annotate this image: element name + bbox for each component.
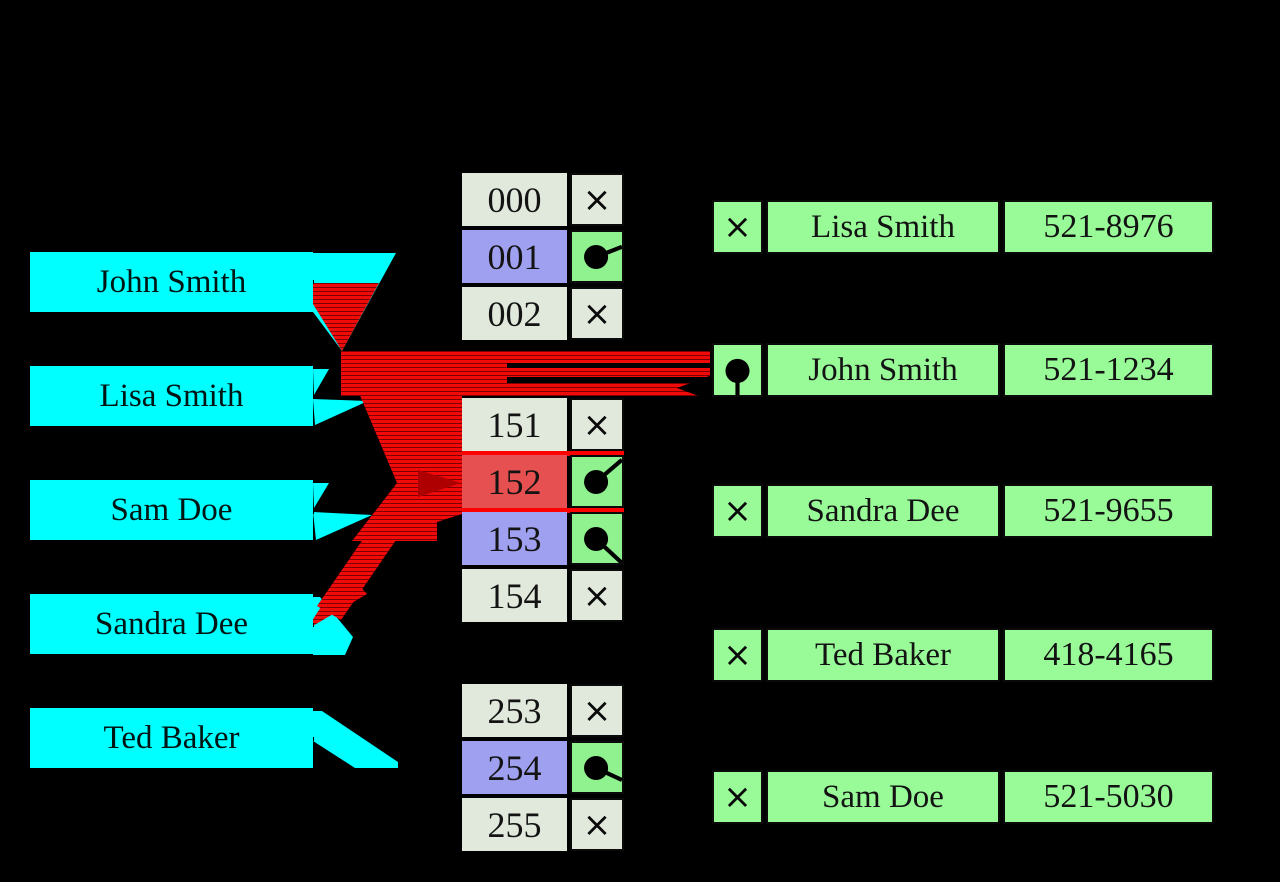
null-pointer-icon: ×: [723, 635, 752, 675]
collision-fan-upper: [345, 360, 462, 483]
bucket-index-255: 255: [462, 798, 567, 851]
key-arrow-sam-upper: [313, 483, 329, 508]
entry-sam-name: Sam Doe: [766, 770, 1000, 824]
bucket-index-152-collision: 152: [462, 455, 567, 508]
entry-sam-next-pointer: ×: [712, 770, 763, 824]
bucket-slot-153: [570, 512, 624, 565]
key-arrow-lisa-upper: [313, 369, 329, 395]
key-arrow-ted: [313, 711, 398, 768]
bucket-slot-154: ×: [570, 569, 624, 622]
entry-lisa-name: Lisa Smith: [766, 200, 1000, 254]
entry-john-phone: 521-1234: [1003, 343, 1214, 397]
chain-line-over-band-2: [507, 377, 710, 383]
key-tag-lisa-smith: Lisa Smith: [30, 366, 313, 426]
null-pointer-icon: ×: [582, 690, 612, 731]
key-tag-john-smith: John Smith: [30, 252, 313, 312]
bucket-index-151: 151: [462, 398, 567, 451]
entry-lisa-phone: 521-8976: [1003, 200, 1214, 254]
entry-ted-name: Ted Baker: [766, 628, 1000, 682]
band-end-notch: [677, 375, 712, 401]
null-pointer-icon: ×: [723, 777, 752, 817]
entry-sam-phone: 521-5030: [1003, 770, 1214, 824]
entry-ted-next-pointer: ×: [712, 628, 763, 682]
pointer-dot-icon: [584, 458, 622, 494]
null-pointer-icon: ×: [582, 179, 612, 220]
gap-red-above-152: [462, 451, 624, 456]
bucket-index-000: 000: [462, 173, 567, 226]
collision-arrow-sandra-head: [306, 570, 367, 630]
entry-sandra-next-pointer: ×: [712, 484, 763, 538]
key-arrow-sam-lower: [313, 512, 372, 540]
bucket-slot-254: [570, 741, 624, 794]
collision-arrowhead-bucket-152: [418, 470, 461, 497]
key-tag-sam-doe: Sam Doe: [30, 480, 313, 540]
pointer-dot-icon: [725, 358, 750, 395]
chain-line-over-band-1: [507, 363, 710, 368]
null-pointer-icon: ×: [582, 804, 612, 845]
entry-sandra-name: Sandra Dee: [766, 484, 1000, 538]
key-tag-ted-baker: Ted Baker: [30, 708, 313, 768]
key-tag-sandra-dee: Sandra Dee: [30, 594, 313, 654]
null-pointer-icon: ×: [723, 207, 752, 247]
pointer-dot-icon: [584, 244, 622, 269]
bucket-index-001: 001: [462, 230, 567, 283]
key-arrow-lisa-lower: [313, 399, 368, 425]
null-pointer-icon: ×: [582, 293, 612, 334]
bucket-index-153: 153: [462, 512, 567, 565]
bucket-slot-152: [570, 455, 624, 508]
entry-ted-phone: 418-4165: [1003, 628, 1214, 682]
collision-arrow-john-tail: [300, 283, 379, 351]
bucket-slot-000: ×: [570, 173, 624, 226]
entry-john-name: John Smith: [766, 343, 1000, 397]
entry-sandra-phone: 521-9655: [1003, 484, 1214, 538]
bucket-slot-002: ×: [570, 287, 624, 340]
pointer-dot-icon: [584, 526, 622, 563]
bucket-index-154: 154: [462, 569, 567, 622]
null-pointer-icon: ×: [723, 491, 752, 531]
bucket-slot-255: ×: [570, 798, 624, 851]
bucket-slot-253: ×: [570, 684, 624, 737]
pointer-dot-icon: [584, 755, 622, 782]
entry-john-next-pointer: [712, 343, 763, 397]
bucket-index-002: 002: [462, 287, 567, 340]
null-pointer-icon: ×: [582, 404, 612, 445]
bucket-index-253: 253: [462, 684, 567, 737]
bucket-slot-001: [570, 230, 624, 283]
entry-lisa-next-pointer: ×: [712, 200, 763, 254]
null-pointer-icon: ×: [582, 575, 612, 616]
bucket-slot-151: ×: [570, 398, 624, 451]
bucket-index-254: 254: [462, 741, 567, 794]
gap-red-below-152: [462, 508, 624, 513]
